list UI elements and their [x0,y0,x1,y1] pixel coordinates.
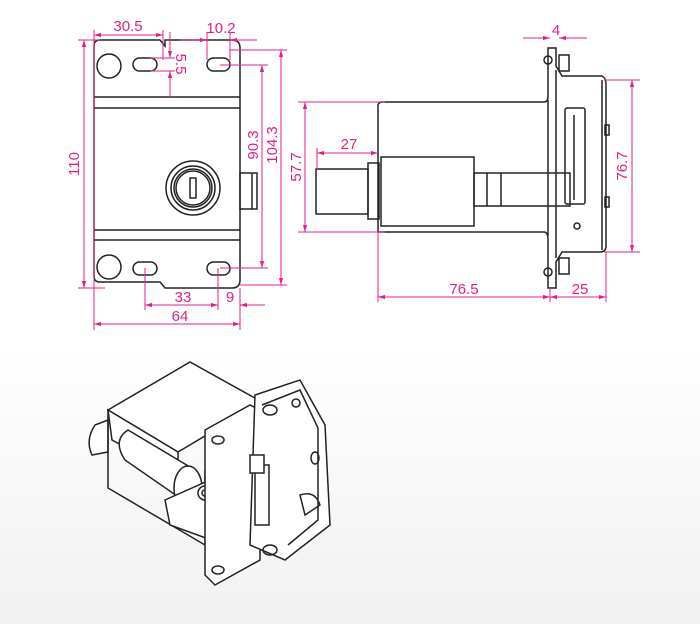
dim-housing-height: 76.7 [614,151,631,180]
dim-slot-width: 10.2 [206,20,235,37]
shaft [473,172,571,207]
isometric-view [88,361,331,586]
dim-body-height: 57.7 [288,152,305,181]
side-dimensions: 57.7 27 4 76.7 76.5 25 [288,22,640,302]
dim-inner-height: 104.3 [264,126,281,164]
dim-slot-pitch: 90.3 [245,130,262,159]
dim-width-total: 64 [172,308,189,325]
dim-body-length: 76.5 [449,281,478,298]
dim-hole-offset: 30.5 [113,18,142,35]
dim-bottom-slot-spacing: 33 [175,289,192,306]
mount-hole [96,254,122,280]
iso-latch-slot [254,464,270,526]
plunger [315,168,369,215]
front-view [93,39,258,289]
side-view [315,47,610,289]
dim-plunger-length: 27 [341,136,358,153]
key-cylinder [165,160,221,216]
latch-tab [239,172,258,210]
latch-slot [564,107,586,205]
mount-slot [132,57,158,72]
dim-height-total: 110 [66,152,83,176]
dim-slot-height: 5.5 [172,54,189,75]
dim-bracket-thickness: 4 [552,22,560,39]
dim-edge-offset: 9 [226,289,234,306]
dim-housing-depth: 25 [572,281,589,298]
coil [380,156,475,227]
mount-hole [96,53,122,79]
front-dimensions: 30.5 10.2 5.5 110 90.3 104.3 33 9 64 [66,18,287,330]
